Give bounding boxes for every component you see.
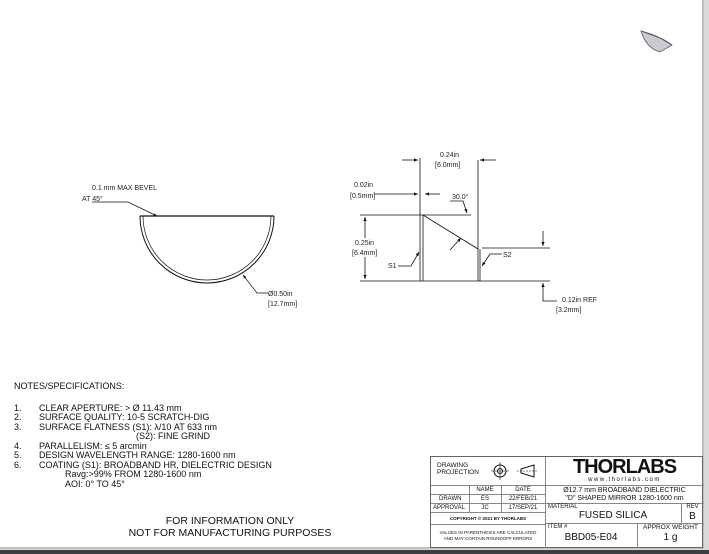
diameter-in: Ø0.50in: [268, 291, 293, 298]
note-item: 4. PARALLELISM: ≤ 5 arcmin: [14, 440, 272, 452]
drawn-date: 22/FEB/21: [508, 496, 538, 502]
thorlabs-logo: THORLABS: [572, 456, 677, 478]
drawn-name: ES: [480, 496, 489, 502]
bevel-angle-note: AT 45°: [82, 195, 103, 203]
note-number: 6.: [14, 459, 22, 470]
edge-in: 0.02in: [354, 182, 373, 189]
diameter-mm: [12.7mm]: [268, 301, 297, 308]
note-number: 5.: [14, 450, 22, 460]
note-item: 6. COATING (S1): BROADBAND HR, DIELECTRIC…: [14, 459, 272, 471]
approval-name: JC: [481, 505, 489, 511]
projection-label: DRAWING PROJECTION: [437, 462, 479, 476]
note-item: 3. SURFACE FLATNESS (S1): λ/10 AT 633 nm: [14, 421, 272, 433]
angle-label: 30.0°: [452, 193, 469, 201]
note-text: CLEAR APERTURE: > Ø 11.43 mm: [39, 402, 182, 413]
third-angle-projection-icon: [489, 460, 539, 484]
note-text: SURFACE QUALITY: 10-5 SCRATCH-DIG: [39, 412, 210, 422]
isometric-preview-icon: [640, 30, 673, 53]
weight-label: APPROX WEIGHT: [643, 524, 698, 531]
note-item: 1. CLEAR APERTURE: > Ø 11.43 mm: [14, 402, 272, 414]
disclaimer-line-2: NOT FOR MANUFACTURING PURPOSES: [128, 527, 332, 539]
item-label: ITEM #: [548, 524, 568, 530]
values-note-1: VALUES IN PARENTHESIS ARE CALCULATED: [439, 530, 537, 535]
rev-label: REV: [686, 504, 699, 510]
weight-value: 1 g: [663, 532, 678, 543]
ref-mm: [3.2mm]: [556, 307, 581, 314]
disclaimer-line-1: FOR INFORMATION ONLY: [165, 515, 295, 527]
height-mm: [6.4mm]: [352, 250, 377, 257]
side-view: [360, 158, 557, 302]
approval-date: 17/SEP/21: [508, 505, 538, 511]
material-value: FUSED SILICA: [578, 510, 648, 521]
surface-s2-label: S2: [503, 252, 512, 259]
values-note-2: AND MAY CONTAIN ROUNDOFF ERRORS: [443, 536, 533, 541]
note-item: 2. SURFACE QUALITY: 10-5 SCRATCH-DIG: [14, 412, 272, 423]
description-line-1: Ø12.7 mm BROADBAND DIELECTRIC: [563, 487, 686, 494]
approval-label: APPROVAL: [433, 505, 465, 511]
note-text: COATING (S1): BROADBAND HR, DIELECTRIC D…: [39, 459, 272, 470]
notes-title: NOTES/SPECIFICATIONS:: [14, 381, 125, 391]
date-header: DATE: [515, 487, 531, 493]
bottom-bar: [0, 550, 709, 554]
website: www.thorlabs.com: [588, 477, 661, 483]
notes-specifications: NOTES/SPECIFICATIONS: 1. CLEAR APERTURE: …: [14, 381, 272, 489]
front-view: [92, 201, 275, 294]
item-number: BBD05-E04: [564, 532, 618, 543]
title-block: DRAWING PROJECTION NAME DATE DRAWN ES 22…: [430, 456, 704, 548]
ref-in: 0.12in REF: [562, 297, 597, 304]
disclaimer: FOR INFORMATION ONLY NOT FOR MANUFACTURI…: [115, 515, 345, 539]
note-number: 2.: [14, 412, 22, 422]
note-number: 3.: [14, 421, 22, 432]
bevel-note: 0.1 mm MAX BEVEL: [92, 185, 157, 192]
note-subtext: (S2): FINE GRIND: [136, 431, 211, 441]
width-in: 0.24in: [440, 152, 459, 159]
drawn-label: DRAWN: [439, 496, 462, 502]
surface-s1-label: S1: [388, 263, 397, 270]
description-line-2: "D" SHAPED MIRROR 1280-1600 nm: [565, 494, 684, 502]
note-subtext: Ravg:>99% FROM 1280-1600 nm: [65, 469, 202, 479]
note-number: 1.: [14, 402, 22, 413]
width-mm: [6.0mm]: [435, 162, 460, 169]
part-description: Ø12.7 mm BROADBAND DIELECTRIC"D" SHAPED …: [545, 487, 704, 502]
note-text: SURFACE FLATNESS (S1): λ/10 AT 633 nm: [39, 421, 218, 432]
note-number: 4.: [14, 440, 22, 451]
note-subtext: AOI: 0° TO 45°: [65, 478, 125, 489]
name-header: NAME: [476, 487, 494, 493]
copyright: COPYRIGHT © 2021 BY THORLABS: [449, 516, 527, 521]
height-in: 0.25in: [355, 240, 374, 247]
material-label: MATERIAL: [548, 504, 578, 510]
note-item: 5. DESIGN WAVELENGTH RANGE: 1280-1600 nm: [14, 450, 272, 461]
note-text: DESIGN WAVELENGTH RANGE: 1280-1600 nm: [39, 450, 236, 460]
rev-value: B: [689, 511, 696, 522]
note-text: PARALLELISM: ≤ 5 arcmin: [39, 440, 147, 451]
edge-mm: [0.5mm]: [350, 193, 375, 200]
